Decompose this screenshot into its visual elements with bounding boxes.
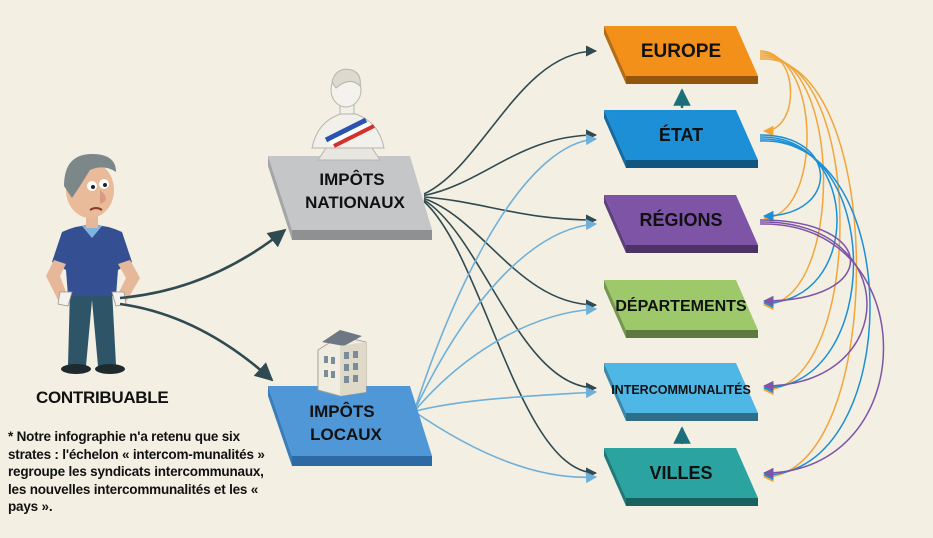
footnote: * Notre infographie n'a retenu que six s… xyxy=(8,429,265,514)
impots-nationaux-box: IMPÔTS NATIONAUX xyxy=(268,156,432,240)
marianne-bust-icon xyxy=(311,68,385,161)
flow-etat-to-intercommunalites xyxy=(759,138,855,394)
flow-etat-to-regions xyxy=(759,134,822,222)
building-icon xyxy=(317,330,367,397)
stratum-europe-label: EUROPE xyxy=(641,41,721,62)
contributor-label: CONTRIBUABLE xyxy=(36,388,169,407)
stratum-departements-label: DÉPARTEMENTS xyxy=(615,296,747,315)
redistribution-flows xyxy=(759,50,885,483)
flow-locaux-to-villes xyxy=(411,409,598,484)
flow-locaux-to-etat xyxy=(411,134,598,419)
stratum-regions-label: RÉGIONS xyxy=(639,209,722,230)
stratum-villes-box: VILLES xyxy=(604,448,758,506)
flow-nationaux-to-etat xyxy=(423,129,598,197)
stratum-etat-label: ÉTAT xyxy=(659,124,703,145)
flow-locaux-to-intercommunalites xyxy=(411,387,598,413)
impots-locaux-line1: IMPÔTS xyxy=(309,402,374,421)
flow-europe-to-intercommunalites xyxy=(759,56,841,396)
flow-regions-to-intercommunalites xyxy=(759,221,868,392)
stratum-regions-box: RÉGIONS xyxy=(604,195,758,253)
stratum-intercommunalites-box: INTERCOMMUNALITÉS xyxy=(604,363,758,421)
flow-locaux-to-departements xyxy=(411,304,598,415)
impots-nationaux-line2: NATIONAUX xyxy=(305,193,405,212)
flow-etat-to-villes xyxy=(759,140,871,481)
stratum-intercommunalites-label: INTERCOMMUNALITÉS xyxy=(611,382,751,397)
flow-etat-to-departements xyxy=(759,136,838,309)
impots-locaux-box: IMPÔTS LOCAUX xyxy=(268,386,432,466)
flow-nationaux-to-villes xyxy=(423,200,598,479)
contributor-flows xyxy=(119,228,287,382)
flow-nationaux-to-europe xyxy=(423,45,598,195)
tax-flows xyxy=(411,45,598,484)
flow-regions-to-villes xyxy=(759,223,885,479)
contributor-figure-icon xyxy=(46,154,140,374)
stratum-departements-box: DÉPARTEMENTS xyxy=(604,280,758,338)
impots-locaux-line2: LOCAUX xyxy=(310,425,382,444)
flow-locaux-to-regions xyxy=(411,219,598,417)
stratum-europe-box: EUROPE xyxy=(604,26,758,84)
flow-europe-to-departements xyxy=(759,54,825,311)
flow-nationaux-to-departements xyxy=(423,197,598,311)
flow-regions-to-departements xyxy=(759,219,852,307)
impots-nationaux-line1: IMPÔTS xyxy=(319,170,384,189)
flow-nationaux-to-intercommunalites xyxy=(423,199,598,394)
flow-nationaux-to-regions xyxy=(423,196,598,226)
strata-boxes: EUROPE ÉTAT RÉGIONS DÉPARTEMENTS INTERCOMMUN… xyxy=(604,26,758,506)
stratum-villes-label: VILLES xyxy=(649,463,712,483)
stratum-etat-box: ÉTAT xyxy=(604,110,758,168)
